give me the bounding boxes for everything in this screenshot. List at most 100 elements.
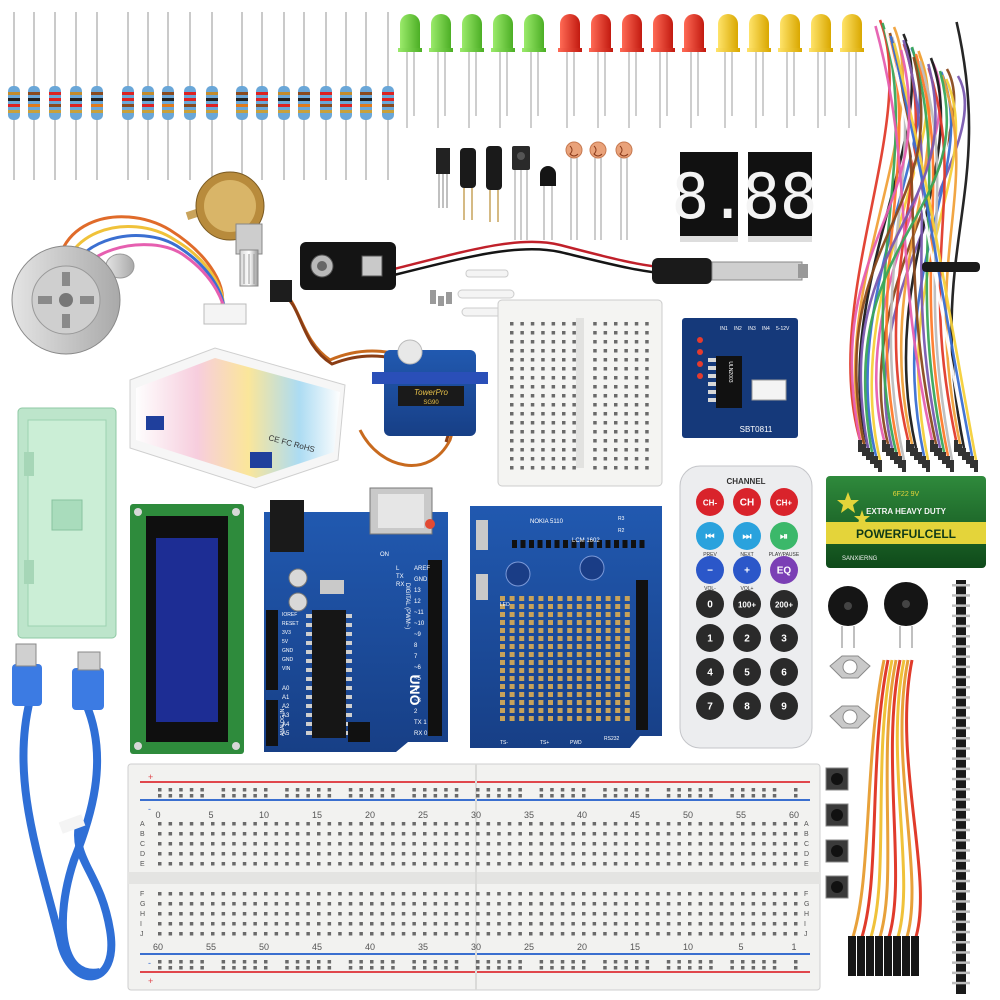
battery-type: EXTRA HEAVY DUTY: [866, 507, 947, 516]
usb-cable: [12, 643, 116, 981]
rail-plus-label-bottom: +: [148, 976, 153, 986]
remote-button[interactable]: ⏯ PLAY/PAUSE: [769, 522, 800, 558]
led: [620, 14, 644, 128]
jumper-wire: [940, 74, 962, 445]
remote-button[interactable]: 7: [696, 692, 724, 720]
uno-pin-label: 8: [414, 643, 418, 649]
breadboard-row-letter: E: [804, 861, 809, 868]
resistor: [360, 12, 372, 180]
breadboard-column-number: 35: [418, 942, 428, 952]
jumper-wire: [859, 63, 937, 449]
dupont-wire: [877, 659, 898, 941]
remote-button[interactable]: CH: [733, 488, 761, 516]
remote-button[interactable]: CH+: [770, 488, 798, 516]
pushbutton-group: [825, 767, 849, 899]
dupont-wire: [895, 659, 906, 941]
remote-button-caption: PLAY/PAUSE: [769, 552, 800, 558]
uno-pin-label: 7: [414, 654, 418, 660]
remote-button-label: 2: [744, 634, 750, 645]
remote-button[interactable]: 0: [696, 590, 724, 618]
remote-button[interactable]: 1: [696, 624, 724, 652]
led: [589, 14, 613, 128]
remote-button[interactable]: 6: [770, 658, 798, 686]
shield-label: LED: [500, 602, 510, 608]
photoresistor: [589, 141, 607, 240]
resistor: [206, 12, 218, 180]
shield-rs232-label: RS232: [604, 736, 620, 742]
breadboard-row-letter: B: [140, 831, 145, 838]
remote-button-label: ⏯: [780, 532, 788, 543]
remote-button[interactable]: 9: [770, 692, 798, 720]
transistor: [436, 148, 450, 208]
breadboard-row-letter: H: [140, 911, 145, 918]
breadboard-column-number: 20: [365, 810, 375, 820]
driver-chip-label: ULN2003: [727, 361, 733, 382]
remote-button[interactable]: +VOL+: [733, 556, 761, 592]
remote-button[interactable]: 5: [733, 658, 761, 686]
uno-power-label: IOREF: [282, 612, 297, 618]
remote-button[interactable]: 4: [696, 658, 724, 686]
resistor: [278, 12, 290, 180]
shield-label: PWD: [570, 740, 582, 746]
resistor: [298, 12, 310, 180]
driver-pin-label: IN2: [734, 326, 742, 332]
jumper-wire: [881, 22, 898, 453]
photoresistor-group: [565, 141, 633, 240]
tactile-pushbutton: [825, 767, 849, 791]
remote-button[interactable]: ⏮PREV: [696, 522, 724, 558]
pin-header-strip: [952, 580, 970, 994]
shield-nokia-label: NOKIA 5110: [530, 519, 564, 525]
uno-pin-label: ~3: [414, 698, 422, 704]
breadboard-column-number: 30: [471, 810, 481, 820]
dupont-wire: [886, 659, 902, 941]
remote-button-label: 3: [781, 634, 787, 645]
resistor: [70, 12, 82, 180]
uno-pin-label: ~11: [414, 610, 424, 616]
jumper-wire: [853, 26, 905, 445]
ir-led: [540, 166, 556, 240]
remote-button[interactable]: 3: [770, 624, 798, 652]
uno-pin-label: A4: [282, 722, 290, 728]
remote-button[interactable]: ⏭NEXT: [733, 522, 761, 558]
remote-button[interactable]: CH-: [696, 488, 724, 516]
hex-nut: [829, 705, 871, 729]
atmega-pins: [306, 614, 352, 735]
hex-nut: [829, 655, 871, 679]
remote-button[interactable]: 8: [733, 692, 761, 720]
remote-button-label: CH: [740, 498, 754, 509]
prototype-shield-board: NOKIA 5110 LCM 1602 RS232 R3R2LEDTS-TS+P…: [470, 506, 662, 748]
remote-button[interactable]: −VOL-: [696, 556, 724, 592]
remote-button[interactable]: 200+: [770, 590, 798, 618]
breadboard-row-letter: D: [804, 851, 809, 858]
resistor: [162, 12, 174, 180]
mini-breadboard-holes: [510, 322, 649, 470]
servo-motor: TowerPro SG90: [270, 280, 488, 467]
resistor: [28, 12, 40, 180]
buzzer: [884, 582, 928, 648]
led: [716, 14, 740, 128]
uno-pin-label: 12: [414, 599, 421, 605]
remote-button[interactable]: EQ: [770, 556, 798, 584]
uno-rx-label: RX: [396, 582, 404, 588]
resistor: [382, 12, 394, 180]
seven-segment-single: 8.: [672, 152, 746, 242]
remote-button[interactable]: 2: [733, 624, 761, 652]
remote-button-label: ⏮: [706, 532, 715, 543]
shield-label: R3: [618, 516, 625, 522]
remote-button-label: 4: [707, 668, 713, 679]
breadboard-column-number: 10: [259, 810, 269, 820]
uno-analog-caption: ANALOG IN: [280, 708, 286, 736]
remote-button-label: +: [744, 566, 750, 577]
led: [558, 14, 582, 128]
resistor: [122, 12, 134, 180]
potentiometer: [185, 171, 265, 287]
jumper-wire-bundle: [849, 19, 980, 472]
uno-pin-label: TX 1: [414, 720, 427, 726]
resistor: [8, 12, 20, 180]
breadboard-column-number: 1: [791, 942, 796, 952]
breadboard-column-number: 45: [312, 942, 322, 952]
tactile-pushbutton: [825, 875, 849, 899]
remote-button[interactable]: 100+: [733, 590, 761, 618]
